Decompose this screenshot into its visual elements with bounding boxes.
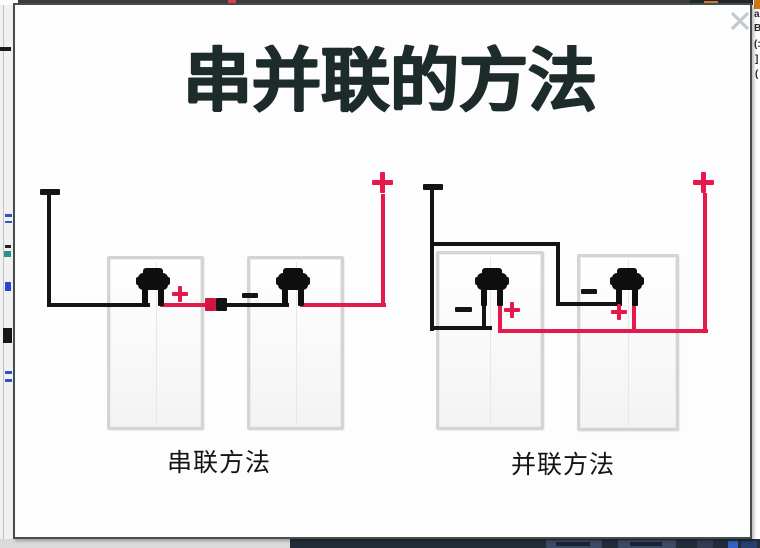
junction-box (136, 268, 170, 306)
junction-box (276, 268, 310, 306)
series-wire-black (227, 303, 289, 307)
background-link-fragment[interactable] (728, 541, 738, 548)
junction-box (610, 268, 644, 306)
parallel-wire-red (632, 303, 636, 333)
parallel-wire-black (556, 302, 622, 306)
series-wire-black (47, 194, 51, 307)
background-text-fragment (3, 328, 12, 343)
series-wire-red (381, 194, 385, 307)
series-panel2-negative-label (242, 293, 258, 298)
junction-box (475, 268, 509, 306)
series-caption: 串联方法 (166, 449, 271, 477)
parallel-wire-red (498, 329, 708, 333)
background-text-fragment: ] (755, 54, 759, 65)
parallel-wire-black (430, 242, 560, 246)
background-bottom-strip (0, 539, 760, 548)
mc4-connector-black (216, 298, 227, 311)
series-panel1-positive-label (172, 286, 188, 302)
parallel-wire-black (556, 242, 560, 306)
background-icon-fragment (4, 251, 11, 257)
background-link-fragment[interactable] (741, 541, 757, 548)
parallel-panel1-negative-label (455, 307, 472, 312)
parallel-wire-red (703, 193, 707, 333)
background-link-fragment[interactable] (5, 371, 12, 374)
background-banner-fragment (690, 0, 753, 5)
background-tab[interactable] (546, 540, 602, 548)
background-divider-line (3, 0, 4, 548)
background-link-fragment[interactable] (5, 379, 12, 382)
series-wire-black (47, 303, 150, 307)
series-negative-terminal (40, 189, 60, 195)
parallel-positive-terminal (693, 172, 714, 193)
series-wire-red (300, 303, 386, 307)
parallel-panel2-negative-label (581, 289, 597, 294)
series-solar-panel-1 (107, 256, 204, 430)
background-text-fragment: a (754, 9, 760, 20)
parallel-wire-red (498, 303, 502, 333)
background-text-fragment (0, 47, 11, 51)
close-icon[interactable] (729, 10, 751, 32)
background-text-fragment: (: (754, 39, 760, 50)
background-tab-text-fragment (556, 542, 590, 546)
parallel-wire-black (430, 326, 492, 330)
background-logo-fragment (754, 0, 760, 9)
series-positive-terminal (372, 172, 393, 193)
background-text-fragment: B (754, 23, 760, 34)
parallel-caption: 并联方法 (510, 451, 615, 479)
poster-title: 串并联的方法 (183, 42, 597, 119)
parallel-panel1-positive-label (504, 302, 520, 318)
series-wire-red (160, 303, 207, 307)
background-left-strip (0, 0, 13, 548)
background-link-fragment[interactable] (5, 214, 12, 217)
background-text-fragment (5, 245, 11, 248)
parallel-wire-black (430, 190, 434, 331)
background-tab[interactable] (697, 540, 713, 548)
background-page-edge (18, 0, 690, 3)
parallel-wire-black (482, 303, 486, 329)
background-text-fragment: ( (755, 69, 759, 80)
background-tab-text-fragment (630, 542, 662, 546)
parallel-panel2-positive-label (611, 304, 627, 320)
mc4-connector-red (205, 298, 216, 311)
background-red-fragment (228, 0, 236, 4)
background-bottom-bar (290, 539, 760, 548)
background-link-fragment[interactable] (5, 282, 11, 291)
background-tab[interactable] (618, 540, 676, 548)
parallel-negative-terminal (423, 184, 443, 190)
background-link-fragment[interactable] (5, 221, 12, 223)
background-right-strip: a B (: ] ( (753, 0, 760, 548)
